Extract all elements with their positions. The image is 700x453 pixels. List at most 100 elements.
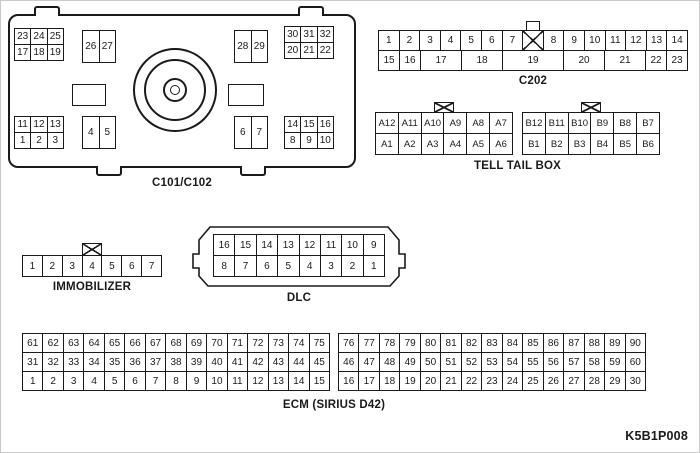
pin-24: 24 [501, 371, 524, 391]
pin-74: 74 [288, 333, 310, 353]
pin-33: 33 [62, 352, 85, 372]
pin-13: 13 [645, 30, 668, 51]
pin-59: 59 [604, 352, 626, 372]
pin-B9: B9 [590, 112, 615, 134]
pin-B8: B8 [613, 112, 638, 134]
pin-62: 62 [42, 333, 64, 353]
round-connector-inner-ring [163, 78, 187, 102]
pin-21: 21 [300, 42, 318, 59]
pin-14: 14 [666, 30, 688, 51]
pin-6: 6 [121, 255, 143, 277]
pin-61: 61 [22, 333, 44, 353]
pin-19: 19 [399, 371, 421, 391]
pin-6: 6 [124, 371, 146, 391]
pin-B11: B11 [544, 112, 569, 134]
pin-22: 22 [460, 371, 483, 391]
pin-32: 32 [316, 26, 334, 43]
pin-13: 13 [46, 116, 64, 133]
pin-22: 22 [645, 50, 667, 71]
pin-44: 44 [288, 352, 310, 372]
tell-tail-box-label: TELL TAIL BOX [474, 160, 561, 172]
pin-49: 49 [399, 352, 421, 372]
pin-28: 28 [234, 30, 252, 63]
pin-5: 5 [101, 255, 123, 277]
pin-29: 29 [604, 371, 626, 391]
pin-4: 4 [82, 116, 100, 149]
pin-15: 15 [300, 116, 318, 133]
pin-14: 14 [255, 234, 279, 256]
pin-51: 51 [440, 352, 462, 372]
pin-5: 5 [277, 255, 300, 277]
pin-12: 12 [298, 234, 321, 256]
pin-54: 54 [501, 352, 524, 372]
pin-66: 66 [124, 333, 146, 353]
blank-cavity-right [228, 84, 264, 106]
dlc-label: DLC [286, 292, 312, 304]
pin-31: 31 [22, 352, 44, 372]
pin-87: 87 [563, 333, 585, 353]
pin-89: 89 [604, 333, 626, 353]
pin-20: 20 [419, 371, 442, 391]
page-code: K5B1P008 [625, 429, 688, 443]
pin-A8: A8 [466, 112, 491, 134]
pin-55: 55 [522, 352, 544, 372]
pin-18: 18 [378, 371, 401, 391]
pin-35: 35 [103, 352, 126, 372]
blank-cavity-left [72, 84, 106, 106]
pin-10: 10 [341, 234, 364, 256]
pin-11: 11 [319, 234, 343, 256]
pin-18: 18 [30, 44, 48, 61]
pin-64: 64 [83, 333, 105, 353]
pin-7: 7 [250, 116, 268, 149]
pin-3: 3 [46, 132, 64, 149]
pin-14: 14 [288, 371, 310, 391]
pin-7: 7 [141, 255, 163, 277]
pin-16: 16 [316, 116, 334, 133]
pin-A9: A9 [443, 112, 468, 134]
keyway-bump [526, 21, 540, 31]
pin-68: 68 [165, 333, 187, 353]
pin-B3: B3 [567, 133, 592, 155]
pin-A5: A5 [466, 133, 491, 155]
pin-60: 60 [624, 352, 647, 372]
pin-65: 65 [103, 333, 126, 353]
mount-tab-bottom-left [96, 166, 122, 176]
pin-11: 11 [14, 116, 32, 133]
pin-4: 4 [83, 371, 105, 391]
pin-7: 7 [234, 255, 257, 277]
pin-43: 43 [267, 352, 290, 372]
pin-B5: B5 [613, 133, 638, 155]
pin-84: 84 [501, 333, 524, 353]
pin-10: 10 [206, 371, 228, 391]
pin-22: 22 [316, 42, 334, 59]
round-connector-mid-ring [144, 59, 206, 121]
pin-A11: A11 [397, 112, 422, 134]
pin-B10: B10 [567, 112, 592, 134]
